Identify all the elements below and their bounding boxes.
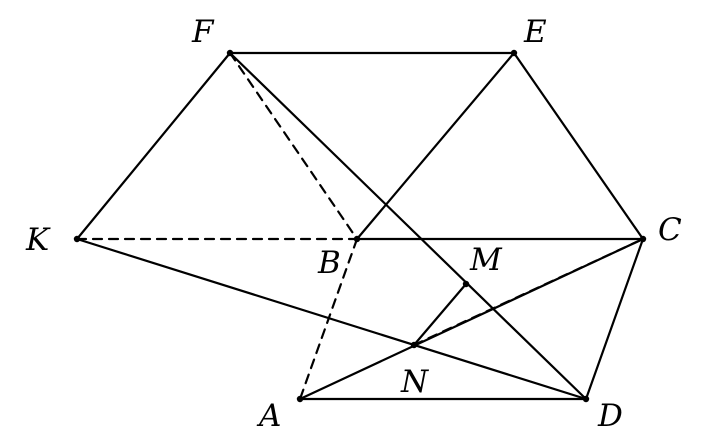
label-d: D <box>597 398 623 434</box>
label-a: A <box>256 398 281 434</box>
point-f <box>226 49 234 57</box>
point-m <box>462 280 470 288</box>
label-k: K <box>25 222 51 258</box>
segment-eb <box>355 51 516 241</box>
point-d <box>582 395 590 403</box>
segment-fb-dashed <box>228 51 359 241</box>
segment-cd <box>584 237 645 401</box>
label-m: M <box>469 242 503 278</box>
segment-kd <box>75 237 588 401</box>
segment-nc-dashed <box>412 237 645 347</box>
point-c <box>639 235 647 243</box>
point-k <box>73 235 81 243</box>
point-b <box>353 235 361 243</box>
label-f: F <box>191 14 215 50</box>
label-c: C <box>658 212 682 248</box>
segment-fk <box>75 51 232 241</box>
point-a <box>296 395 304 403</box>
label-n: N <box>400 364 430 400</box>
point-e <box>510 49 518 57</box>
label-b: B <box>317 245 341 281</box>
label-e: E <box>523 14 547 50</box>
segment-mn <box>412 282 468 347</box>
segment-ec <box>512 51 645 241</box>
segment-fd <box>228 51 588 401</box>
segment-ba-dashed <box>298 237 359 401</box>
point-n <box>410 341 418 349</box>
